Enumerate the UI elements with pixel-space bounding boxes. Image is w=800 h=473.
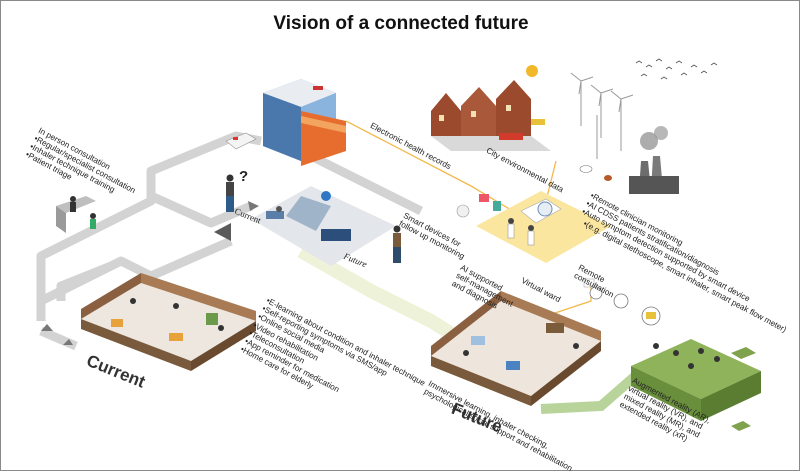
current-home [81, 273, 256, 371]
path-arrows [41, 201, 259, 345]
ambulance [225, 132, 257, 150]
current-direction-arrow [214, 223, 231, 241]
hospital-ward-room [251, 186, 396, 266]
future-home [431, 291, 601, 406]
smart-device-icons [583, 278, 661, 326]
farm-animals [579, 165, 612, 181]
diagram-title: Vision of a connected future [273, 13, 529, 34]
remote-monitoring-platform [476, 191, 611, 263]
wind-turbines [570, 72, 634, 159]
factory [629, 126, 679, 194]
sun [526, 65, 538, 77]
ar-vr-platform [631, 339, 761, 421]
question-mark: ? [239, 168, 249, 185]
floating-data-icons [456, 194, 501, 218]
walking-person [393, 225, 401, 263]
patient-figure [226, 174, 234, 212]
hospital-building [263, 79, 346, 166]
floating-islands [731, 347, 756, 431]
city-buildings [431, 80, 551, 151]
future-green-path [540, 367, 645, 414]
birds [635, 58, 718, 80]
consultation-desk [56, 196, 96, 233]
